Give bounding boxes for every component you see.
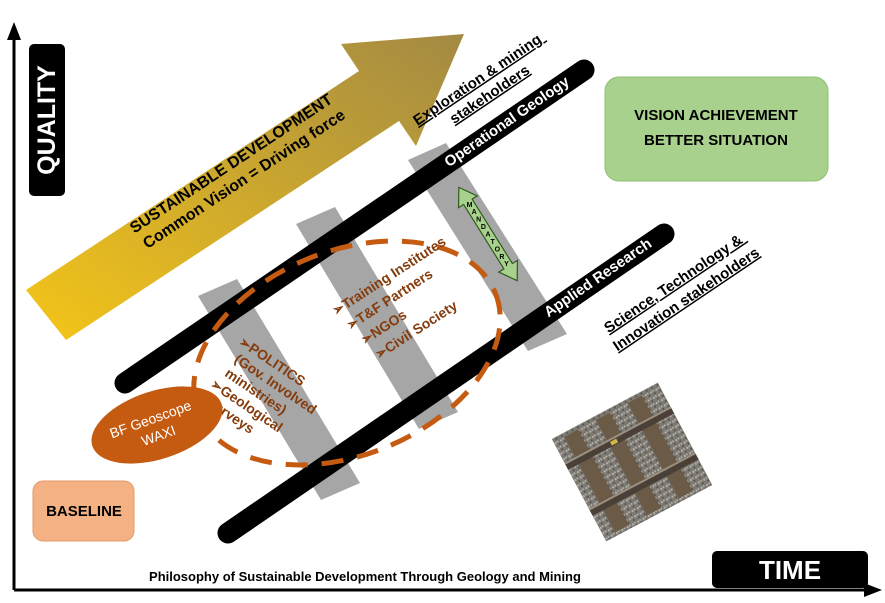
geoscope-waxi-node: BF Geoscope WAXI (91, 386, 223, 464)
diagram-caption: Philosophy of Sustainable Development Th… (149, 569, 581, 584)
vision-line-2: BETTER SITUATION (644, 132, 788, 149)
mandatory-letter: N (476, 217, 481, 224)
sleeper-2 (296, 207, 458, 429)
mandatory-letter: T (490, 239, 495, 246)
track-sleepers (198, 143, 567, 500)
mandatory-letter: O (495, 246, 501, 253)
rail-lower (217, 223, 675, 544)
mandatory-letter: R (499, 254, 504, 261)
mandatory-label: MANDATORY (467, 202, 510, 268)
svg-text:Science, Technology & In: Science, Technology & Innovation stakeho… (599, 228, 763, 355)
mandatory-arrow-icon (457, 186, 519, 282)
baseline-box: BASELINE (32, 480, 135, 542)
quality-label: QUALITY (33, 65, 61, 175)
y-axis-arrowhead-icon (7, 22, 21, 40)
railway-track-photo (551, 382, 713, 542)
science-stakeholders-label: Science, Technology & Innovation stakeho… (599, 228, 763, 355)
axes (7, 22, 882, 597)
baseline-label: BASELINE (46, 503, 122, 520)
mandatory-letter: Y (504, 261, 509, 268)
time-label-box: TIME (712, 551, 868, 588)
mandatory-letter: D (481, 224, 486, 231)
sleeper-3 (408, 143, 567, 351)
mandatory-letter: M (467, 202, 473, 209)
mandatory-letter: A (472, 209, 477, 216)
mandatory-double-arrow: MANDATORY (457, 186, 519, 282)
vision-line-1: VISION ACHIEVEMENT (634, 107, 798, 124)
vision-achievement-box: VISION ACHIEVEMENT BETTER SITUATION (604, 76, 829, 182)
arrow-shape-icon (26, 34, 464, 340)
quality-label-box: QUALITY (29, 44, 65, 196)
x-axis-arrowhead-icon (864, 583, 882, 597)
sleeper-1 (198, 279, 360, 500)
time-label: TIME (759, 555, 821, 585)
rail-upper (114, 59, 595, 394)
mandatory-letter: A (485, 232, 490, 239)
